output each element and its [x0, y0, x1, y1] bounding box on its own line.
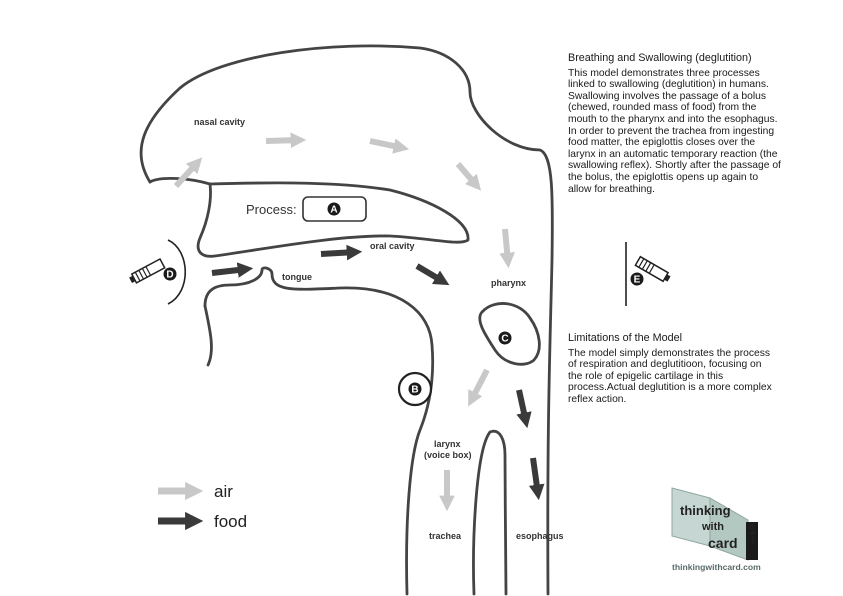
air-arrow	[455, 162, 482, 191]
badge-c: C	[498, 331, 512, 345]
esophagus-label: esophagus	[516, 531, 564, 541]
voice-box-label: (voice box)	[424, 450, 472, 460]
legend: air food	[158, 481, 247, 531]
tongue-label: tongue	[282, 272, 312, 282]
air-arrow	[499, 228, 515, 269]
brand-chinese: 思考卡	[749, 522, 757, 545]
food-arrows	[211, 244, 545, 501]
food-arrow	[415, 263, 450, 286]
badge-a: A	[327, 202, 341, 216]
process-label: Process:	[246, 202, 297, 217]
air-arrow	[468, 368, 490, 407]
craft-knife-icon	[634, 255, 671, 283]
svg-text:A: A	[330, 205, 337, 216]
nasal-cavity-label: nasal cavity	[194, 117, 245, 127]
air-arrows	[173, 132, 515, 512]
svg-text:B: B	[411, 385, 418, 396]
cut-mark-e[interactable]: E	[625, 242, 672, 306]
oral-cavity-label: oral cavity	[370, 241, 415, 251]
food-arrow	[516, 389, 532, 429]
food-arrow	[528, 457, 545, 501]
svg-text:E: E	[634, 275, 641, 286]
pharynx-label: pharynx	[491, 278, 526, 288]
description-body: This model demonstrates three processes …	[568, 67, 781, 195]
food-arrow	[211, 262, 254, 278]
brand-word-with: with	[701, 521, 724, 533]
food-arrow	[320, 244, 363, 261]
craft-knife-icon	[129, 257, 166, 284]
legend-air-label: air	[214, 482, 233, 501]
brand-logo: thinking with card 思考卡	[671, 487, 758, 561]
legend-food-label: food	[214, 512, 247, 531]
larynx-label: larynx	[434, 439, 461, 449]
brand-word-card: card	[708, 535, 738, 551]
description-block: Breathing and Swallowing (deglutition) T…	[568, 52, 783, 195]
svg-text:C: C	[501, 334, 508, 345]
svg-text:D: D	[166, 270, 173, 281]
air-arrow	[369, 138, 410, 154]
cut-mark-d[interactable]: D	[128, 239, 187, 305]
brand-url: thinkingwithcard.com	[672, 562, 761, 572]
air-arrow	[265, 132, 307, 149]
limitations-body: The model simply demonstrates the proces…	[568, 347, 772, 405]
brand-word-thinking: thinking	[680, 503, 731, 518]
limitations-title: Limitations of the Model	[568, 332, 683, 344]
air-arrow	[173, 157, 203, 189]
badge-b-slot[interactable]: B	[397, 371, 433, 407]
trachea-label: trachea	[429, 531, 462, 541]
head-outline	[139, 44, 554, 596]
limitations-block: Limitations of the Model The model simpl…	[568, 332, 778, 406]
description-title: Breathing and Swallowing (deglutition)	[568, 52, 752, 64]
